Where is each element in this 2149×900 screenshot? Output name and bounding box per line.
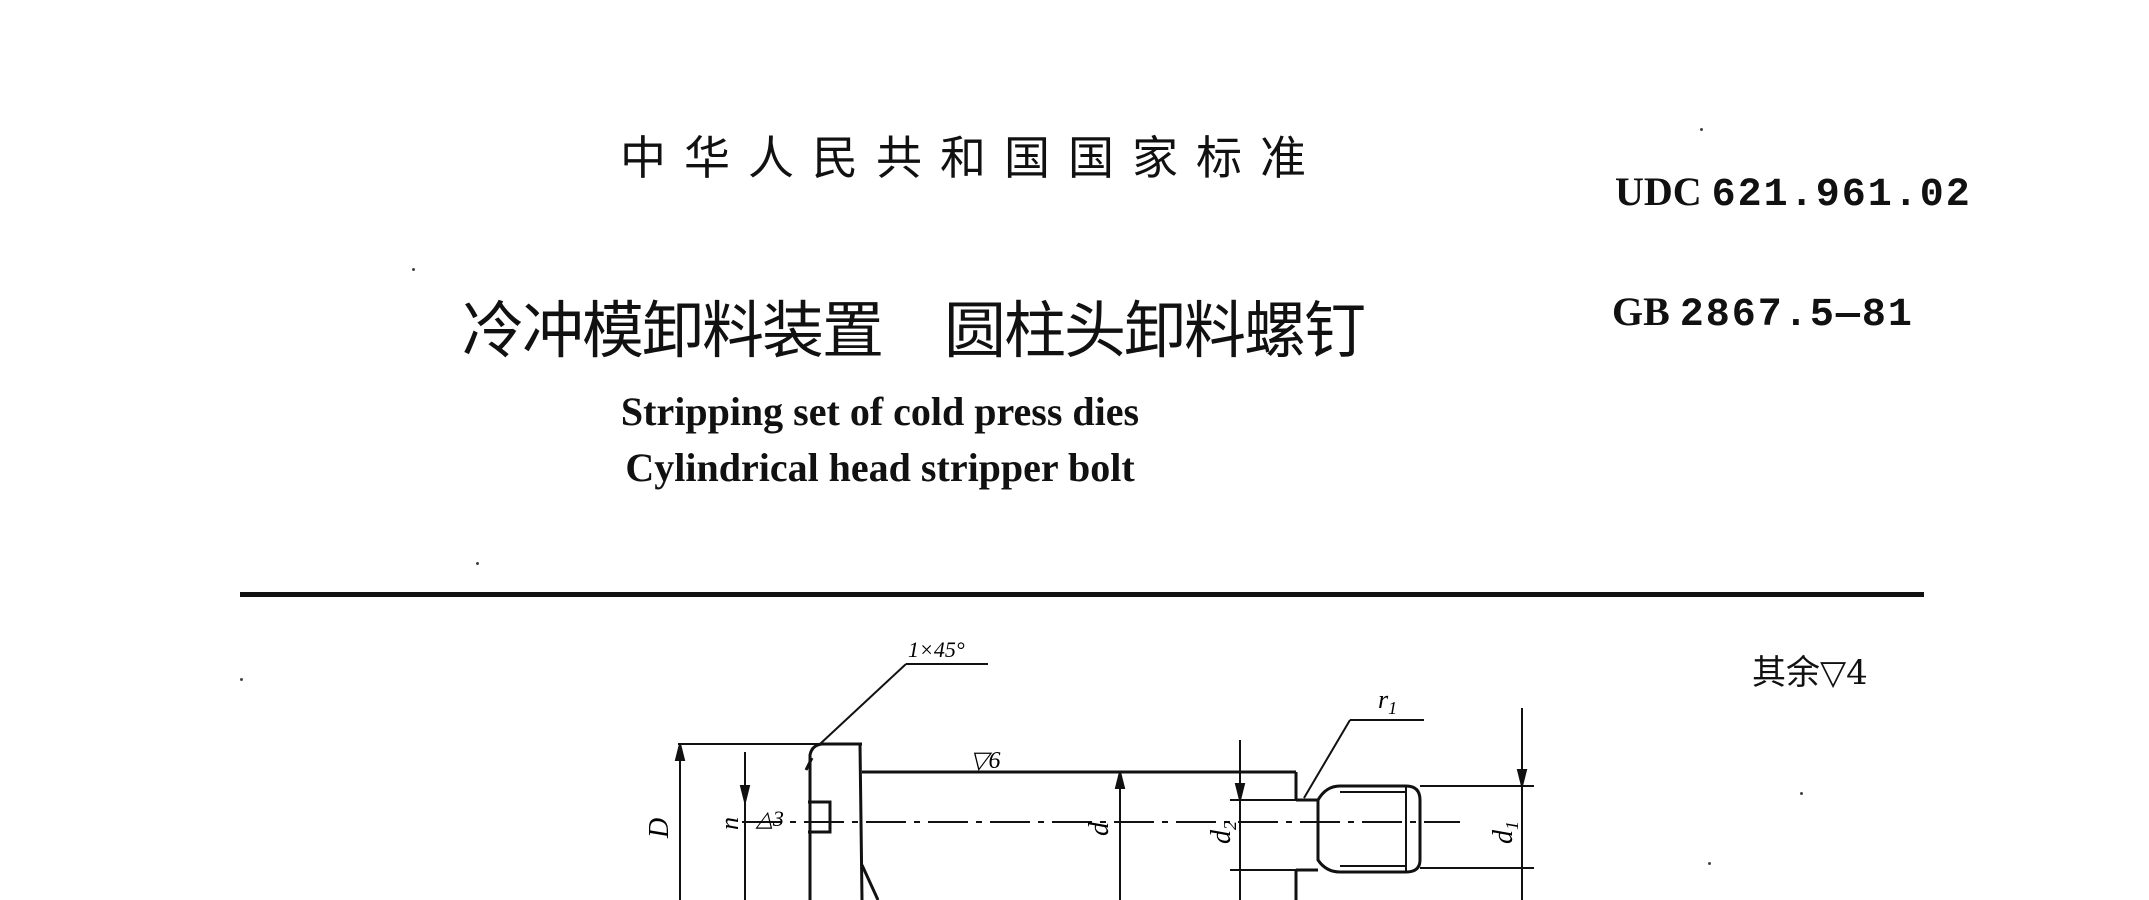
dimension-lines [674, 663, 1534, 900]
bolt-outline [804, 742, 1422, 900]
header-divider-rule [240, 592, 1924, 597]
scan-speck [1708, 862, 1711, 865]
gb-standard-number: GB 2867.5—81 [1612, 288, 1914, 338]
gb-label: GB [1612, 289, 1670, 334]
dim-D-arrow [674, 743, 686, 761]
dim-d2-arrow [1234, 783, 1246, 801]
head-chamfer [804, 757, 814, 771]
dim-d-arrow [1114, 771, 1126, 789]
shank-finish-label: ▽6 [970, 748, 1000, 774]
dim-r1-letter: r [1378, 685, 1389, 714]
thread-end [1316, 784, 1422, 874]
dim-d1-letter: d [1488, 829, 1519, 844]
slot-finish-label: △3 [755, 806, 784, 831]
title-en-line2: Cylindrical head stripper bolt [625, 445, 1135, 490]
scan-speck [476, 562, 479, 565]
title-en-line1: Stripping set of cold press dies [620, 389, 1140, 434]
scan-speck [240, 678, 243, 681]
shank-fillet [860, 864, 880, 900]
dim-d1-label: d1 [1488, 821, 1522, 844]
dim-d-label: d [1084, 821, 1115, 836]
udc-code: UDC 621.961.02 [1615, 168, 1972, 218]
title-cn-part2: 圆柱头卸料螺钉 [944, 294, 1366, 367]
surface-finish-note: 其余▽4 [1752, 653, 1868, 693]
dim-d2-letter: d [1206, 829, 1237, 844]
title-cn-part1: 冷冲模卸料装置 [462, 294, 884, 367]
scan-speck [412, 268, 415, 271]
dim-d2-label: d2 [1206, 821, 1240, 844]
dim-r1-subscript: 1 [1388, 698, 1397, 718]
gb-number: 2867.5—81 [1679, 293, 1914, 338]
document-title-cn: 冷冲模卸料装置圆柱头卸料螺钉 [462, 280, 1366, 370]
dim-D-label: D [644, 818, 675, 839]
chamfer-leader [819, 663, 907, 745]
dim-d1-subscript: 1 [1502, 821, 1522, 830]
udc-number: 621.961.02 [1711, 173, 1972, 218]
dim-d1-arrow [1516, 769, 1528, 787]
scan-speck [1700, 128, 1703, 131]
r1-leader [1303, 719, 1351, 799]
udc-label: UDC [1615, 169, 1702, 214]
standard-header: 中华人民共和国国家标准 [620, 131, 1324, 185]
dim-n-label: n [715, 817, 744, 830]
dim-r1-label: r1 [1378, 685, 1397, 718]
dim-n-arrow [739, 785, 751, 803]
head-slot [808, 800, 832, 834]
dim-d2-subscript: 2 [1220, 821, 1240, 830]
scan-speck [1800, 792, 1803, 795]
chamfer-label: 1×45° [908, 637, 965, 662]
